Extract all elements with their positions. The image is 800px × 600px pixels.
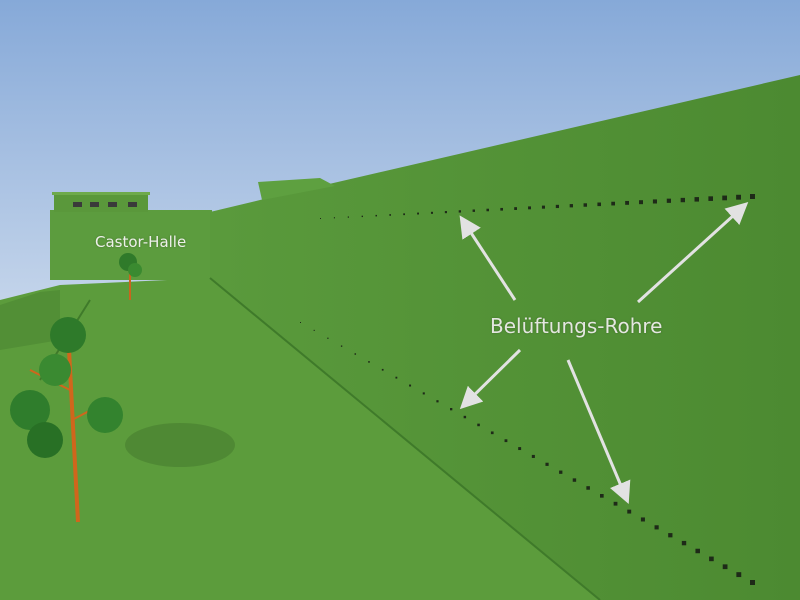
- ventilation-pipes: [300, 194, 755, 585]
- tree-large: [10, 317, 123, 523]
- vent-lower: [736, 572, 742, 578]
- vent-upper: [750, 194, 755, 199]
- vent-lower: [709, 556, 714, 562]
- vent-upper: [486, 208, 489, 212]
- vent-lower: [490, 431, 494, 435]
- vent-upper: [444, 211, 447, 214]
- vent-lower: [354, 353, 357, 355]
- vent-lower: [313, 329, 315, 331]
- vent-lower: [681, 540, 687, 546]
- vent-lower: [422, 392, 425, 395]
- vent-upper: [333, 217, 335, 219]
- vent-upper: [736, 194, 741, 200]
- left-structure: [0, 290, 60, 350]
- castor-halle-roof-box: [54, 194, 148, 212]
- tree-shadow: [125, 423, 235, 467]
- vent-upper: [347, 216, 349, 218]
- vent-lower: [395, 376, 398, 379]
- vent-lower: [654, 525, 659, 530]
- ventilation-pipes-label: Belüftungs-Rohre: [490, 314, 663, 338]
- arrow-lower-left: [459, 348, 522, 410]
- vent-lower: [668, 533, 673, 538]
- vent-upper: [541, 205, 545, 209]
- vent-upper: [417, 212, 419, 215]
- building-windows: [73, 202, 137, 207]
- vent-upper: [389, 214, 391, 216]
- vent-upper: [597, 202, 601, 207]
- vent-lower: [450, 408, 453, 411]
- vent-lower: [477, 423, 480, 427]
- vent-lower: [327, 337, 329, 339]
- vent-lower: [409, 384, 412, 387]
- vent-lower: [750, 580, 755, 585]
- tree-small: [119, 253, 142, 300]
- vent-upper: [320, 218, 321, 219]
- vent-upper: [708, 196, 713, 201]
- containment-wall: [210, 75, 800, 600]
- vent-upper: [500, 207, 503, 211]
- vent-upper: [555, 204, 559, 209]
- vent-upper: [611, 201, 615, 206]
- roof-edge: [52, 192, 150, 195]
- vent-lower: [518, 447, 522, 451]
- vent-upper: [666, 198, 671, 203]
- vent-lower: [436, 400, 439, 403]
- vent-upper: [430, 211, 433, 214]
- vent-upper: [694, 197, 699, 202]
- vent-lower: [504, 439, 508, 443]
- vent-upper: [458, 210, 461, 213]
- ground: [0, 278, 600, 600]
- vent-lower: [463, 415, 467, 419]
- vent-upper: [680, 197, 685, 203]
- vent-upper: [403, 213, 405, 216]
- vent-upper: [514, 207, 517, 210]
- annotation-arrows: [459, 202, 749, 505]
- arrow-upper-right: [636, 202, 749, 304]
- vent-lower: [640, 517, 645, 522]
- vent-upper: [625, 200, 629, 205]
- vent-lower: [600, 494, 604, 498]
- vent-upper: [722, 195, 727, 201]
- vent-lower: [368, 361, 370, 363]
- wall-top-box: [258, 178, 335, 200]
- vent-upper: [361, 215, 363, 218]
- vent-upper: [528, 206, 531, 210]
- castor-halle-label: Castor-Halle: [95, 233, 187, 251]
- vent-lower: [695, 548, 700, 554]
- wall-base-edge: [209, 277, 601, 600]
- vent-lower: [586, 486, 590, 490]
- vent-upper: [472, 209, 475, 212]
- vent-lower: [531, 454, 535, 458]
- vent-upper: [652, 199, 657, 204]
- vent-lower: [545, 462, 549, 466]
- arrow-upper-left: [459, 215, 517, 301]
- vent-lower: [572, 478, 577, 482]
- vent-upper: [639, 200, 643, 205]
- vent-lower: [722, 564, 728, 570]
- vent-lower: [340, 345, 343, 347]
- vent-lower: [381, 368, 384, 371]
- arrow-lower-right: [566, 359, 631, 505]
- vent-lower: [559, 470, 563, 474]
- vent-lower: [613, 501, 618, 506]
- vent-lower: [300, 322, 301, 323]
- vent-upper: [569, 204, 573, 208]
- vent-upper: [375, 214, 377, 217]
- vent-lower: [627, 509, 632, 514]
- vent-upper: [583, 203, 587, 207]
